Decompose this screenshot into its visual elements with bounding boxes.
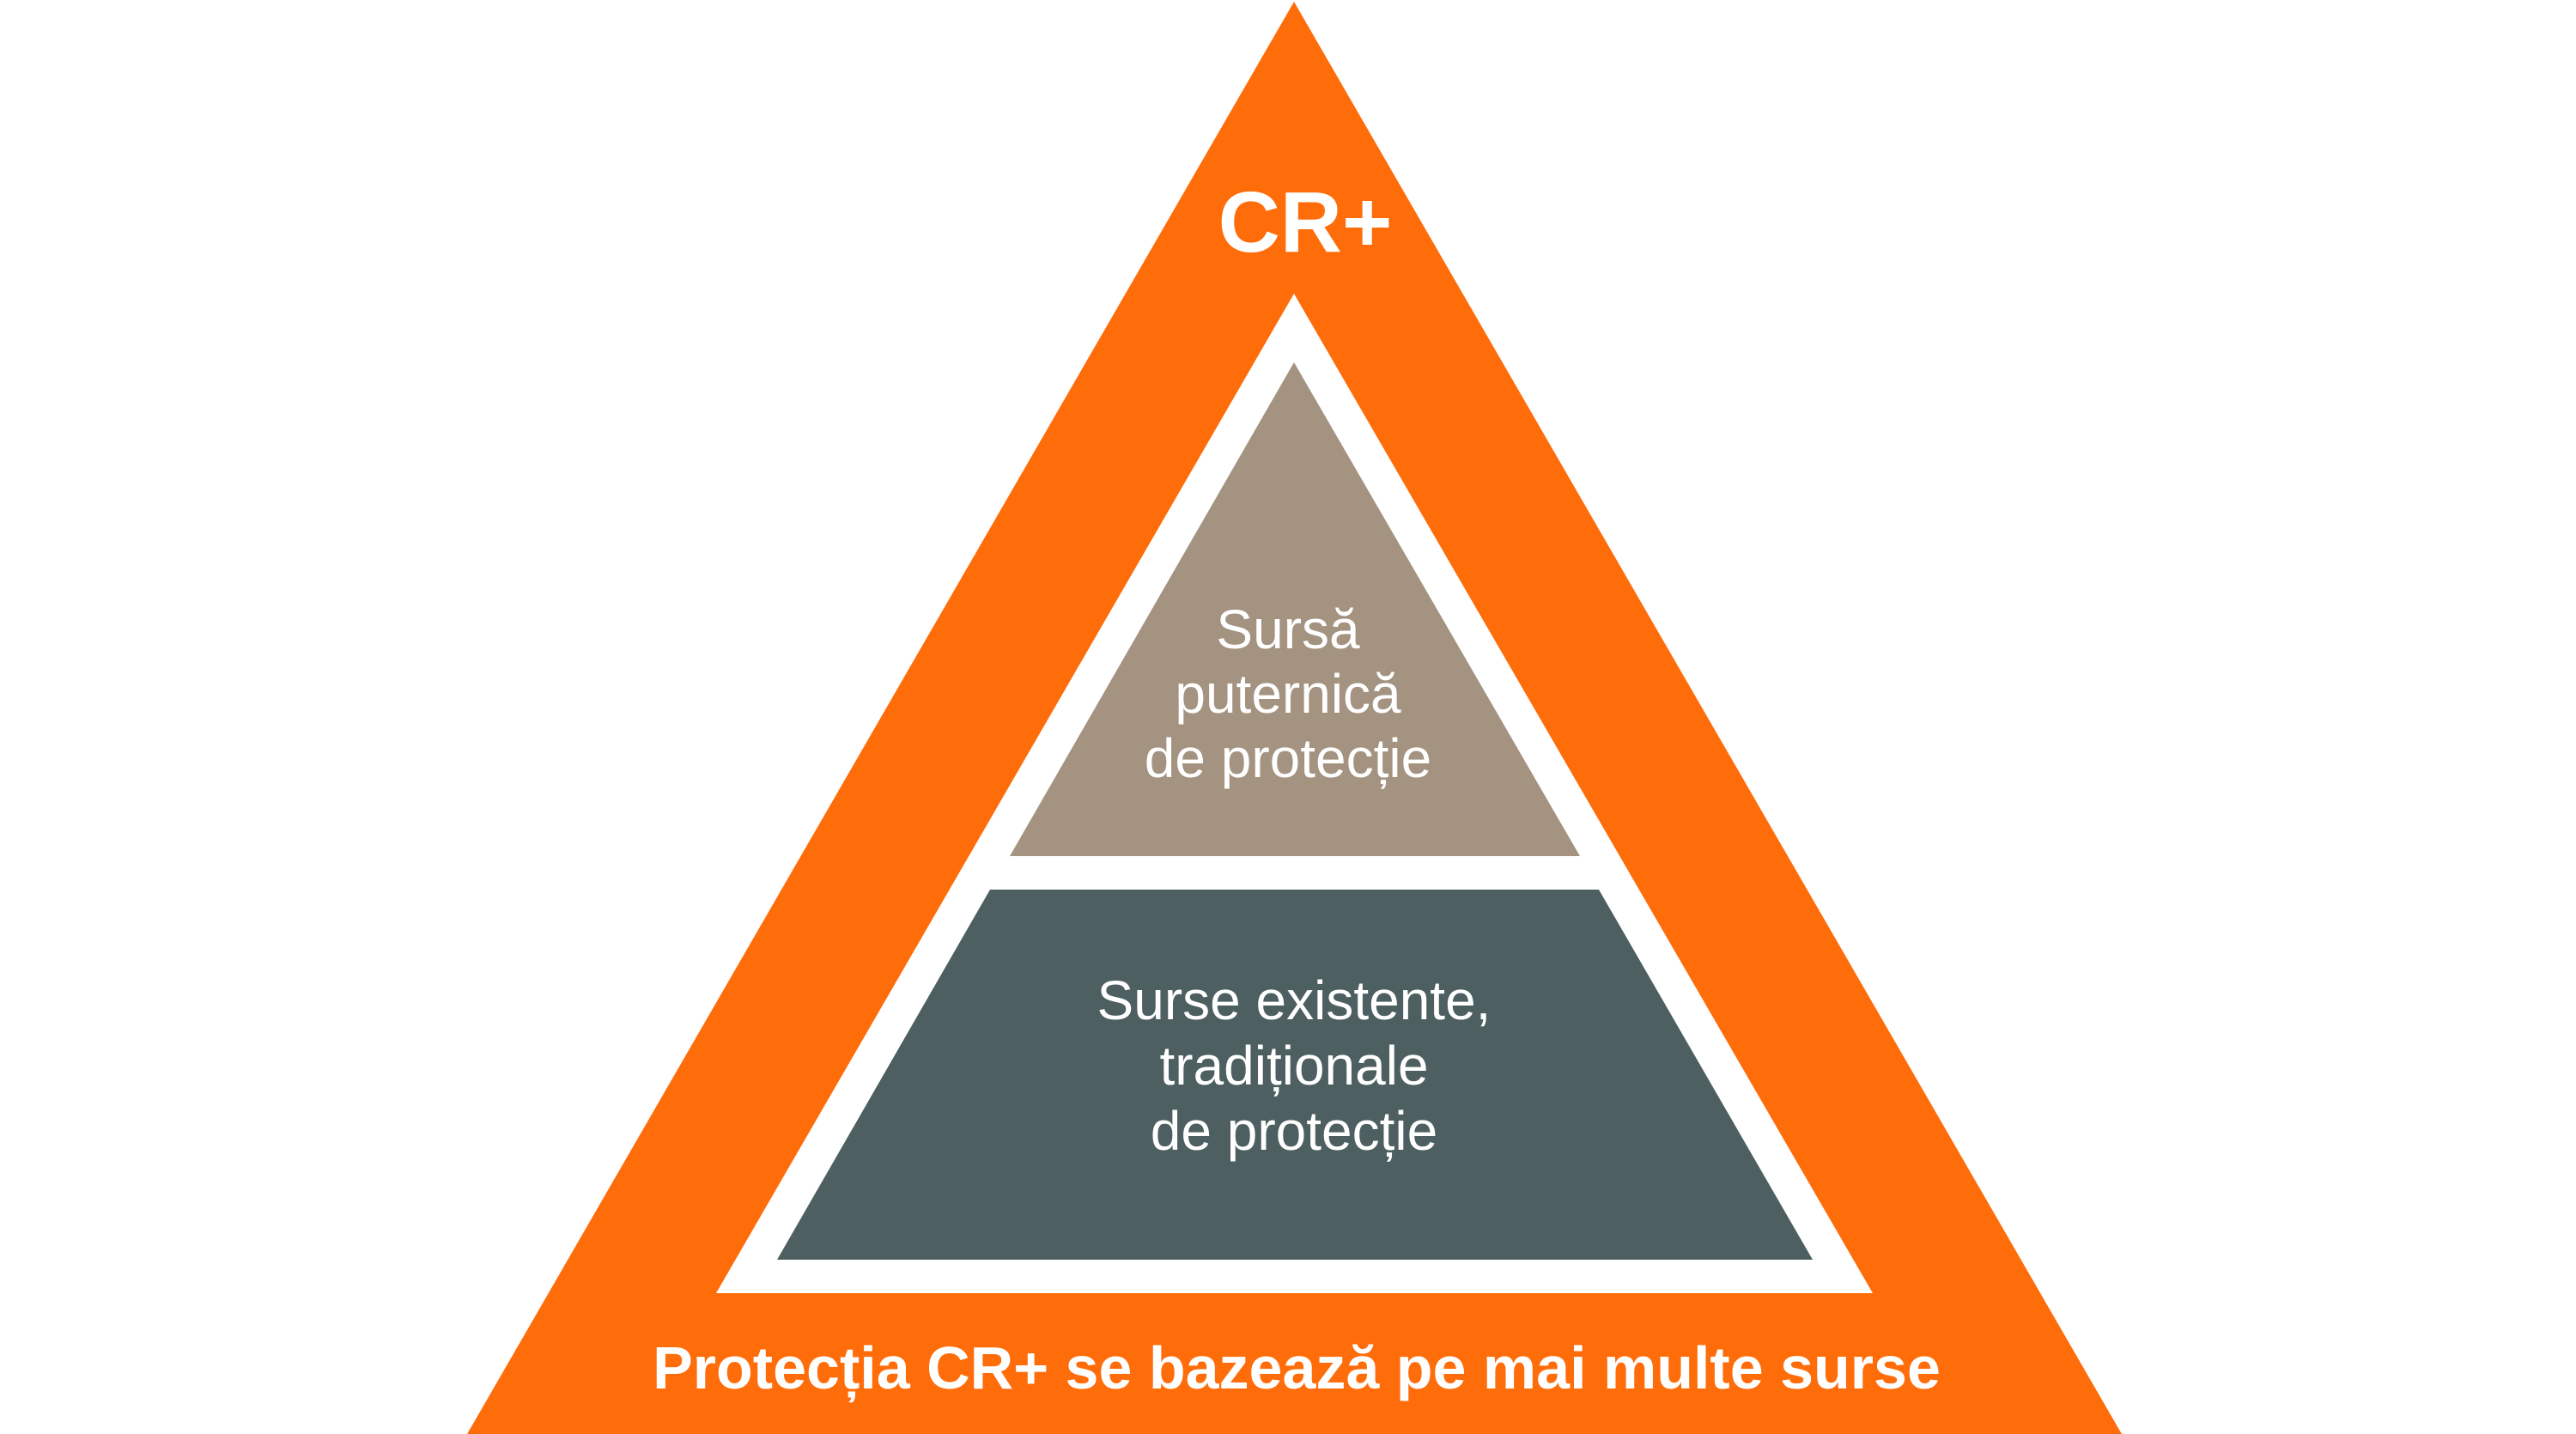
- top-section-line-2: puternică: [1175, 663, 1401, 725]
- bottom-section-line-3: de protecție: [1151, 1100, 1437, 1162]
- bottom-section-line-2: tradiționale: [1159, 1035, 1428, 1097]
- bottom-section-trapezoid: [777, 890, 1813, 1260]
- outer-bottom-label: Protecția CR+ se bazează pe mai multe su…: [653, 1334, 1941, 1402]
- top-section-triangle: [1010, 362, 1580, 856]
- top-section-line-3: de protecție: [1145, 727, 1431, 789]
- top-section-line-1: Sursă: [1216, 599, 1360, 660]
- outer-top-label: CR+: [1218, 174, 1393, 270]
- bottom-section-line-1: Surse existente,: [1097, 969, 1492, 1031]
